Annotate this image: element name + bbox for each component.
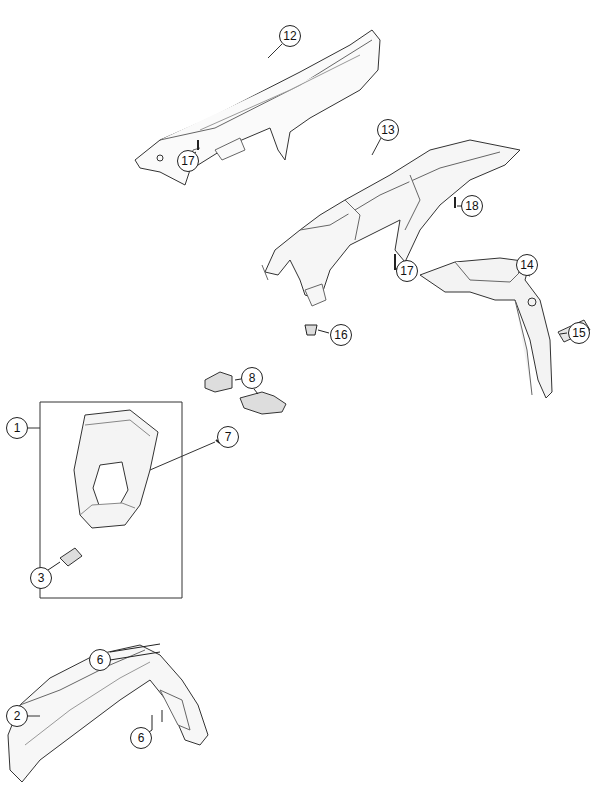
callout-number: 13 xyxy=(377,119,399,141)
callout-number: 18 xyxy=(461,195,483,217)
callout-number: 3 xyxy=(30,567,52,589)
callout-number: 17 xyxy=(396,260,418,282)
callout-number: 6 xyxy=(130,727,152,749)
callout-number: 12 xyxy=(279,25,301,47)
assembly-frame xyxy=(40,402,182,598)
callout-number: 8 xyxy=(241,367,263,389)
rear-fender xyxy=(135,30,380,185)
headlight-mask xyxy=(74,410,158,528)
headlight-bracket xyxy=(60,548,82,566)
callout-number: 2 xyxy=(6,705,28,727)
callout-number: 15 xyxy=(568,322,590,344)
front-fender xyxy=(8,645,208,782)
callout-number: 14 xyxy=(516,254,538,276)
callout-number: 1 xyxy=(6,417,28,439)
callout-number: 17 xyxy=(177,150,199,172)
callout-number: 6 xyxy=(89,649,111,671)
callout-number: 16 xyxy=(330,324,352,346)
callout-number: 7 xyxy=(217,426,239,448)
license-plate-holder xyxy=(420,258,552,398)
